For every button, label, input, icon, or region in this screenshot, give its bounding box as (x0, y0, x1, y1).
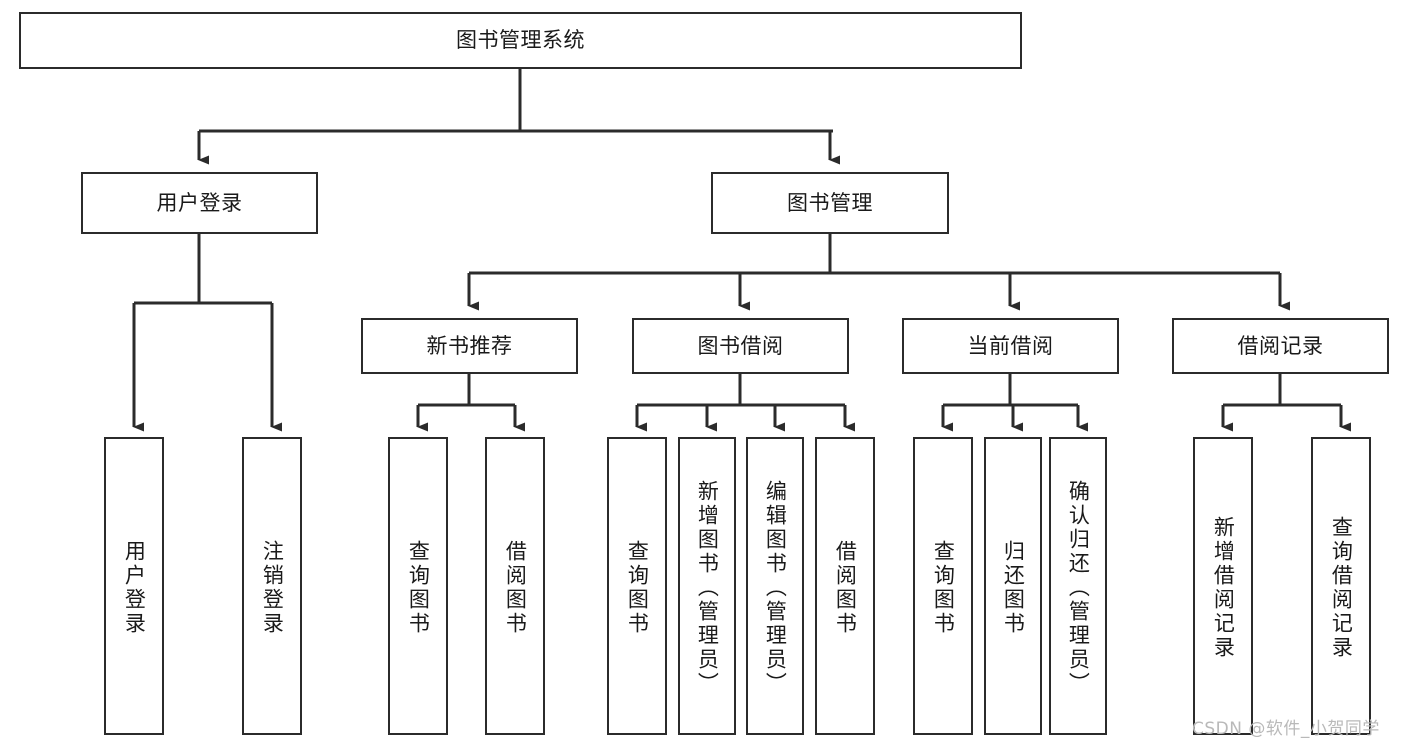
leaf-user-logout[interactable]: 注销登录 (242, 437, 302, 735)
node-label: 借阅图书 (503, 540, 528, 636)
leaf-confirm-return-admin[interactable]: 确认归还（管理员） (1049, 437, 1107, 735)
node-new-book-recommend[interactable]: 新书推荐 (361, 318, 578, 374)
node-label: 借阅图书 (833, 540, 858, 636)
node-label: 查询图书 (625, 540, 650, 636)
leaf-user-login[interactable]: 用户登录 (104, 437, 164, 735)
node-label: 编辑图书（管理员） (763, 480, 788, 696)
node-label: 用户登录 (156, 190, 243, 215)
leaf-borrow-book-borrow[interactable]: 借阅图书 (815, 437, 875, 735)
node-label: 新书推荐 (426, 333, 513, 358)
node-label: 查询借阅记录 (1329, 516, 1354, 660)
node-label: 确认归还（管理员） (1066, 480, 1091, 696)
leaf-query-book-borrow[interactable]: 查询图书 (607, 437, 667, 735)
node-label: 图书管理 (787, 190, 873, 215)
node-book-borrow[interactable]: 图书借阅 (632, 318, 849, 374)
leaf-return-book[interactable]: 归还图书 (984, 437, 1042, 735)
node-label: 注销登录 (260, 540, 285, 636)
leaf-query-borrow-record[interactable]: 查询借阅记录 (1311, 437, 1371, 735)
node-user-login[interactable]: 用户登录 (81, 172, 318, 234)
node-root-system[interactable]: 图书管理系统 (19, 12, 1022, 69)
leaf-query-book-current[interactable]: 查询图书 (913, 437, 973, 735)
node-label: 归还图书 (1001, 540, 1026, 636)
leaf-add-borrow-record[interactable]: 新增借阅记录 (1193, 437, 1253, 735)
leaf-query-book-recommend[interactable]: 查询图书 (388, 437, 448, 735)
node-label: 新增借阅记录 (1211, 516, 1236, 660)
node-label: 查询图书 (931, 540, 956, 636)
leaf-edit-book-admin[interactable]: 编辑图书（管理员） (746, 437, 804, 735)
node-borrow-record[interactable]: 借阅记录 (1172, 318, 1389, 374)
leaf-borrow-book-recommend[interactable]: 借阅图书 (485, 437, 545, 735)
leaf-add-book-admin[interactable]: 新增图书（管理员） (678, 437, 736, 735)
node-label: 新增图书（管理员） (695, 480, 720, 696)
node-label: 借阅记录 (1237, 333, 1324, 358)
node-book-manage[interactable]: 图书管理 (711, 172, 949, 234)
node-label: 图书管理系统 (456, 28, 585, 53)
csdn-watermark: CSDN @软件_小贺同学 (1192, 719, 1380, 739)
node-label: 当前借阅 (967, 333, 1054, 358)
node-label: 图书借阅 (697, 333, 784, 358)
node-label: 用户登录 (122, 540, 147, 636)
node-current-borrow[interactable]: 当前借阅 (902, 318, 1119, 374)
node-label: 查询图书 (406, 540, 431, 636)
